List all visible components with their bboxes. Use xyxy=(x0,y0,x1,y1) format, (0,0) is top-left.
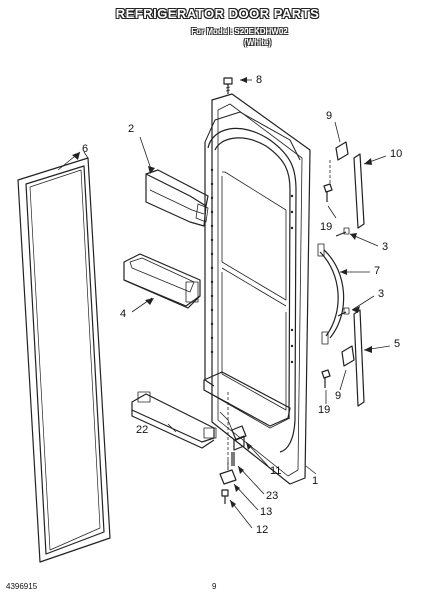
document-number: 4396915 xyxy=(6,582,38,591)
door-body xyxy=(203,93,311,485)
callout-19-upper: 19 xyxy=(320,221,333,233)
callout-23: 23 xyxy=(266,490,279,502)
door-stop xyxy=(231,425,247,451)
lower-handle-trim xyxy=(353,309,365,407)
callout-4: 4 xyxy=(120,308,127,320)
model-line: For Model: S20EKDHW02 xyxy=(191,27,288,36)
callout-5: 5 xyxy=(394,338,401,350)
callout-19-lower: 19 xyxy=(318,404,331,416)
door-handle xyxy=(317,243,345,345)
callout-6: 6 xyxy=(82,143,89,155)
color-line: (White) xyxy=(243,38,272,47)
shelf-rail-holes xyxy=(210,168,294,364)
callout-8: 8 xyxy=(256,74,263,86)
lower-handle-screw xyxy=(321,369,331,388)
hinge-bushing xyxy=(231,452,235,466)
upper-handle-trim xyxy=(353,153,365,229)
upper-trim-clip xyxy=(335,141,349,161)
hinge-screw xyxy=(221,489,229,504)
callout-11: 11 xyxy=(270,465,282,477)
callout-13: 13 xyxy=(260,506,273,518)
lower-door-bin xyxy=(131,391,217,449)
lower-trim-clip xyxy=(341,345,355,367)
lower-handle-bolt xyxy=(337,307,350,317)
callout-arrowheads xyxy=(72,77,372,508)
door-top-screw xyxy=(223,77,233,94)
callout-9-upper: 9 xyxy=(326,110,333,122)
middle-door-bin xyxy=(123,253,201,309)
callout-3-lower: 3 xyxy=(378,288,385,300)
page-title: REFRIGERATOR DOOR PARTS xyxy=(115,6,320,21)
callout-10: 10 xyxy=(390,148,403,160)
upper-door-bin xyxy=(145,169,209,227)
leader-lines xyxy=(57,79,391,529)
door-gasket xyxy=(17,157,111,563)
callout-3-upper: 3 xyxy=(382,241,389,253)
callout-2: 2 xyxy=(128,123,135,135)
page-number: 9 xyxy=(212,582,217,591)
callout-12: 12 xyxy=(256,524,269,536)
callout-22: 22 xyxy=(136,424,149,436)
callout-9-lower: 9 xyxy=(335,390,342,402)
callout-1: 1 xyxy=(312,475,319,487)
callout-7: 7 xyxy=(374,265,381,277)
upper-handle-bolt xyxy=(335,227,350,237)
upper-handle-screw xyxy=(323,183,333,202)
